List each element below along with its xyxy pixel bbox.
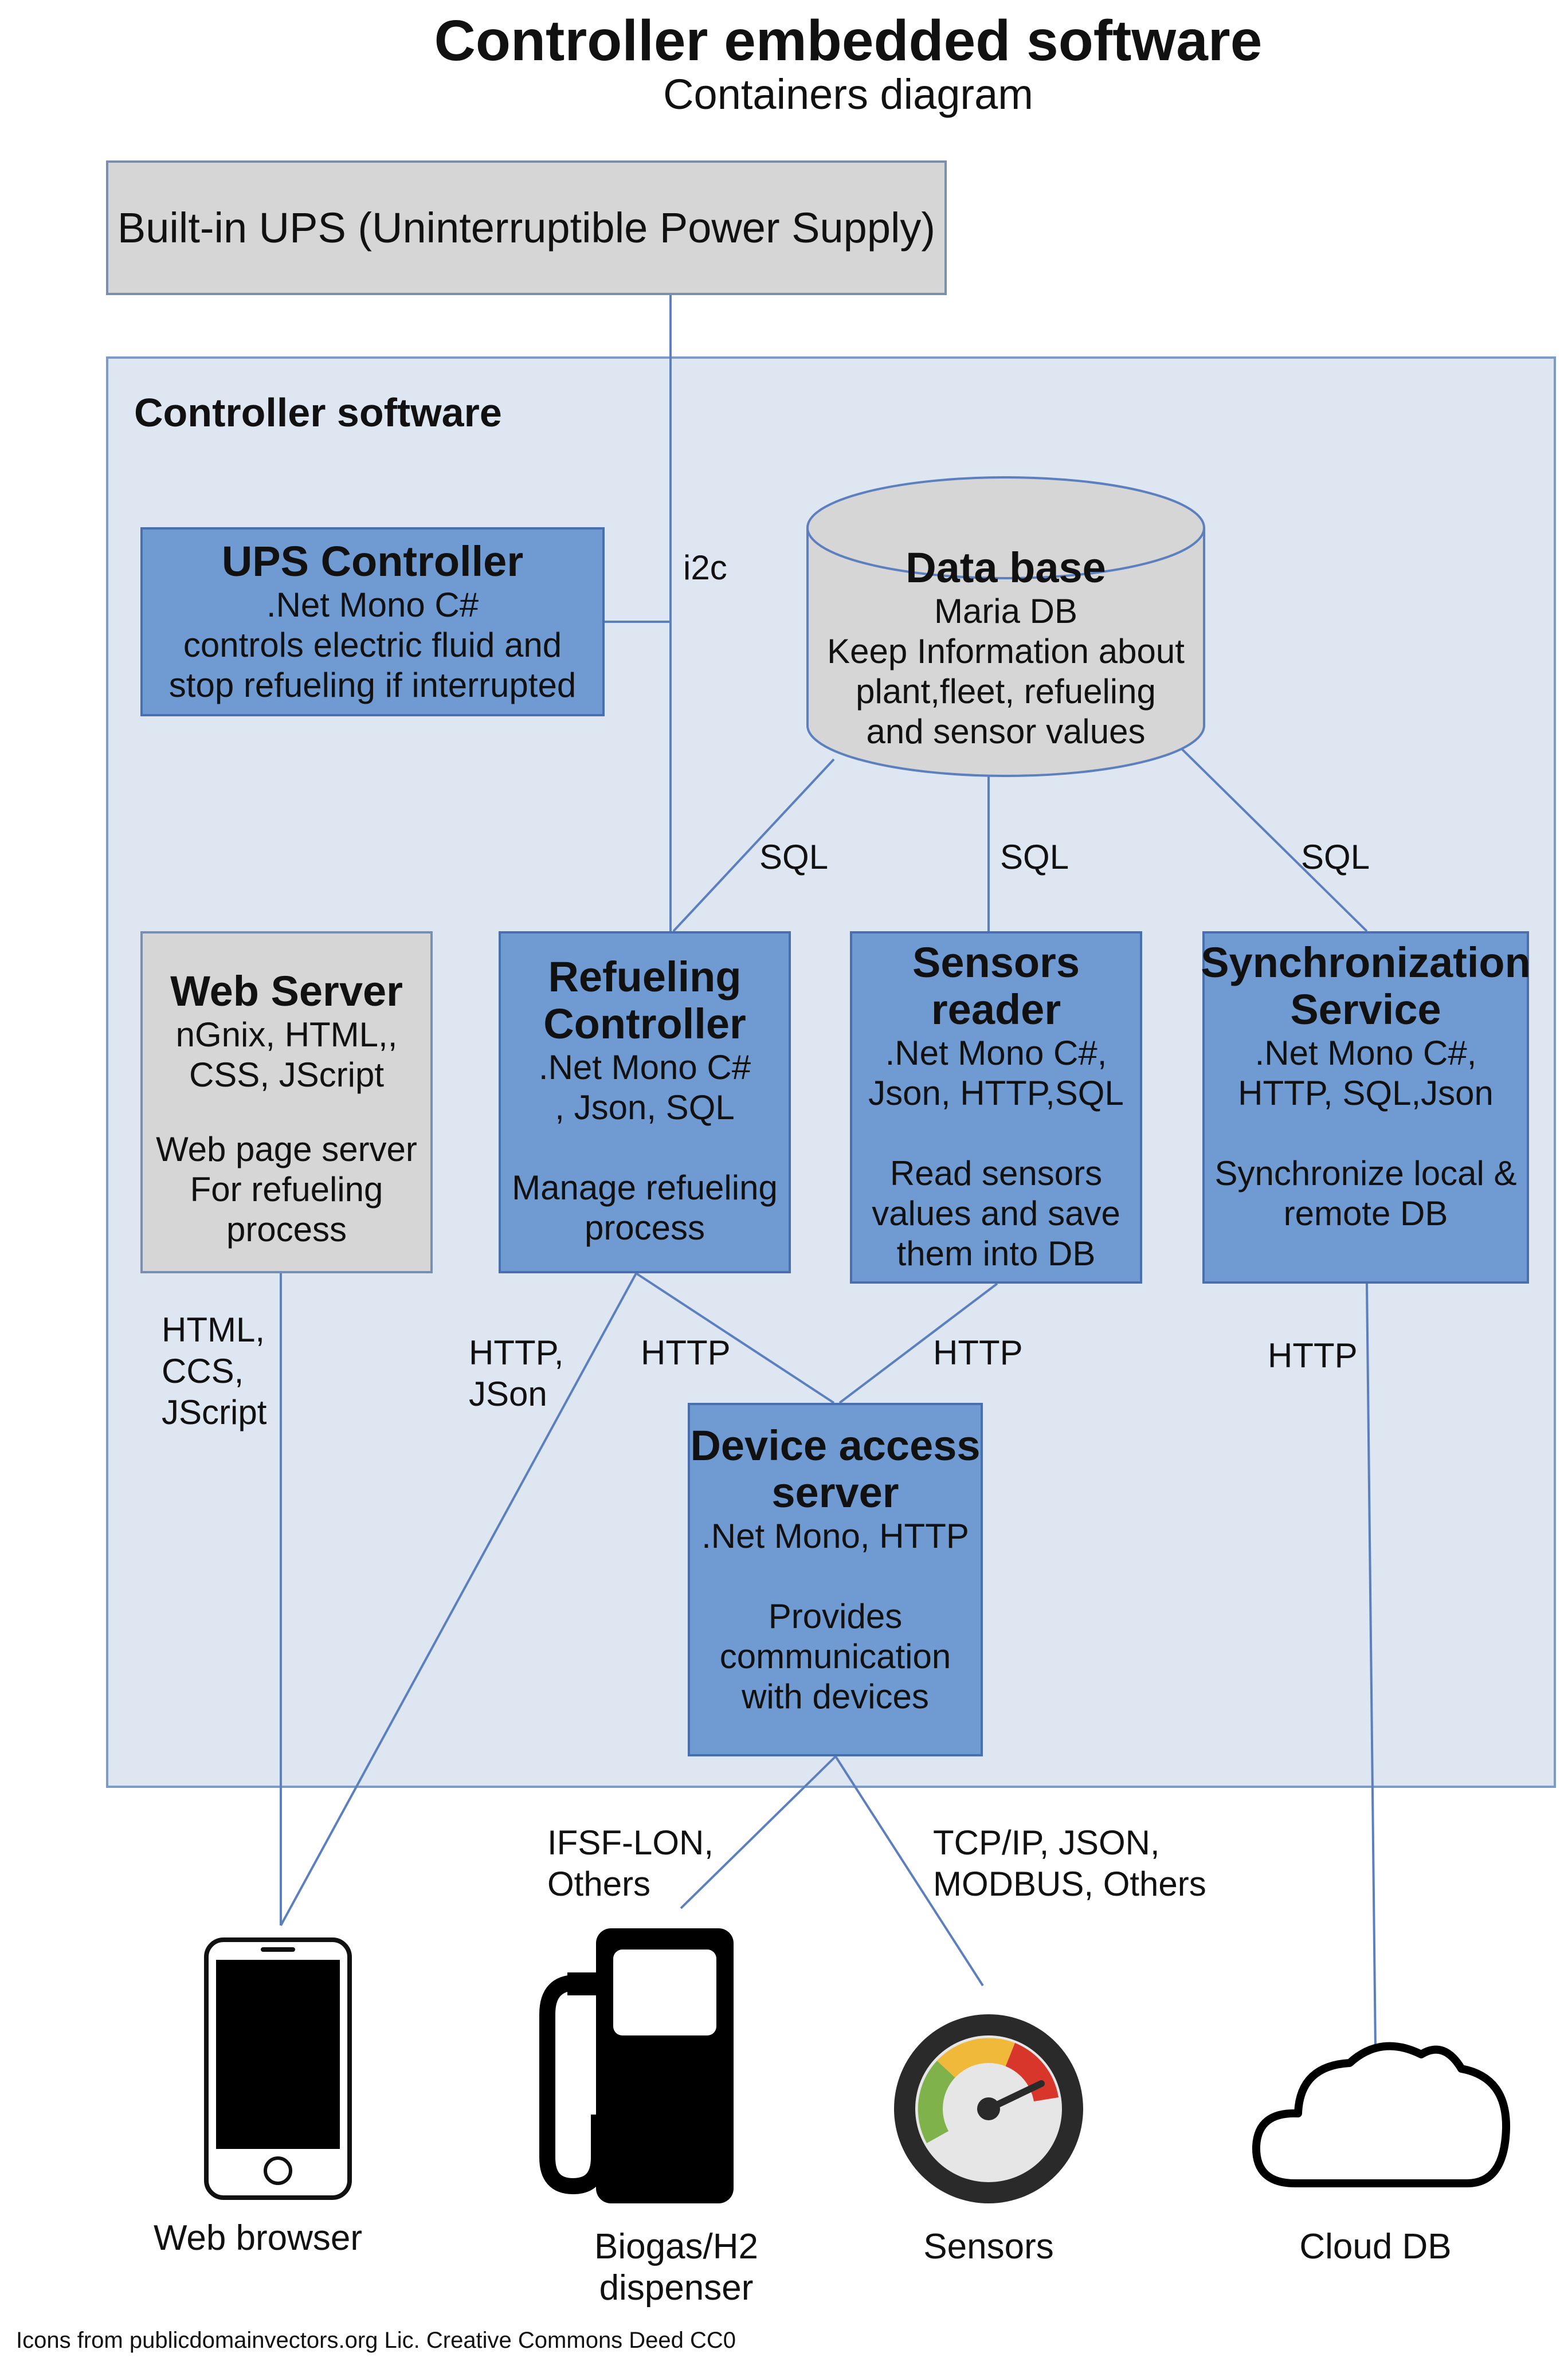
controller-software-label: Controller software <box>134 390 502 435</box>
sensors-reader-title-1: Sensors <box>912 939 1080 986</box>
database-tech: Maria DB <box>934 592 1078 630</box>
sensors-reader-tech-1: .Net Mono C#, <box>885 1034 1107 1072</box>
ifsf-line-2: Others <box>547 1865 651 1903</box>
fuel-pump-icon <box>539 1928 734 2203</box>
web-server-desc-2: For refueling <box>190 1170 383 1209</box>
ifsf-line-1: IFSF-LON, <box>547 1823 714 1862</box>
sensors-caption: Sensors <box>923 2227 1054 2266</box>
sync-cloud-line <box>1366 1283 1377 2049</box>
database-desc-3: and sensor values <box>866 712 1146 751</box>
dispenser-caption-line-2: dispenser <box>599 2268 754 2308</box>
cloud-db-caption: Cloud DB <box>1299 2227 1452 2266</box>
dispenser-caption-line-1: Biogas/H2 <box>594 2227 759 2266</box>
sensors-reader-desc-2: values and save <box>872 1194 1120 1233</box>
sensors-device-line <box>838 1282 998 1404</box>
web-server-title: Web Server <box>170 967 403 1015</box>
database-title: Data base <box>905 544 1106 591</box>
http-label-refueling: HTTP <box>641 1333 731 1372</box>
refueling-controller-title-1: Refueling <box>548 953 742 1001</box>
sql-label-sensors: SQL <box>1000 838 1069 876</box>
dispenser-caption: Biogas/H2 dispenser <box>533 2226 820 2309</box>
sync-service-desc-2: remote DB <box>1283 1194 1448 1233</box>
web-protocol-line-2: CCS, <box>162 1352 244 1390</box>
web-server-desc-3: process <box>226 1210 347 1249</box>
web-server-tech-1: nGnix, HTML,, <box>175 1015 398 1054</box>
web-protocol-line-1: HTML, <box>162 1311 265 1349</box>
http-json-line-2: JSon <box>469 1375 547 1413</box>
gauge-icon <box>894 2014 1083 2203</box>
refueling-controller-desc-2: process <box>584 1209 705 1247</box>
sensors-reader-box: Sensors reader .Net Mono C#, Json, HTTP,… <box>850 931 1142 1284</box>
ups-hardware-box: Built-in UPS (Uninterruptible Power Supp… <box>106 160 947 295</box>
tcp-label: TCP/IP, JSON, MODBUS, Others <box>933 1822 1206 1905</box>
sync-service-title-2: Service <box>1290 986 1441 1033</box>
refueling-controller-desc-1: Manage refueling <box>512 1168 778 1207</box>
database-desc-1: Keep Information about <box>827 632 1185 670</box>
device-sensors-line <box>834 1755 984 1987</box>
device-access-desc-3: with devices <box>742 1677 929 1716</box>
refueling-browser-line <box>280 1273 637 1926</box>
sync-service-desc-1: Synchronize local & <box>1214 1154 1517 1193</box>
database-cylinder <box>806 476 1205 777</box>
sql-label-sync: SQL <box>1301 838 1370 876</box>
icon-credit: Icons from publicdomainvectors.org Lic. … <box>16 2328 736 2353</box>
tcp-line-2: MODBUS, Others <box>933 1865 1206 1903</box>
db-sync-line <box>1177 744 1368 932</box>
device-access-tech: .Net Mono, HTTP <box>701 1517 969 1555</box>
sensors-reader-desc-3: them into DB <box>896 1234 1096 1273</box>
web-protocol-line-3: JScript <box>162 1393 267 1431</box>
ifsf-label: IFSF-LON, Others <box>547 1822 714 1905</box>
refueling-controller-tech-2: , Json, SQL <box>555 1088 735 1127</box>
sync-service-title-1: Synchronization <box>1201 939 1531 986</box>
http-label-sensors: HTTP <box>933 1333 1023 1372</box>
device-access-title-1: Device access <box>690 1422 981 1469</box>
refueling-controller-tech-1: .Net Mono C# <box>538 1048 751 1087</box>
sync-service-tech-2: HTTP, SQL,Json <box>1238 1074 1493 1112</box>
device-access-title-2: server <box>771 1469 899 1516</box>
http-json-label: HTTP, JSon <box>469 1332 564 1415</box>
diagram-subtitle: Containers diagram <box>663 70 1033 118</box>
refueling-controller-title-2: Controller <box>543 1000 746 1048</box>
sync-service-tech-1: .Net Mono C#, <box>1255 1034 1477 1072</box>
web-server-tech-2: CSS, JScript <box>189 1056 385 1094</box>
database-desc-2: plant,fleet, refueling <box>856 672 1156 711</box>
database-text: Data base Maria DB Keep Information abou… <box>805 544 1206 752</box>
sensors-reader-title-2: reader <box>931 986 1061 1033</box>
device-access-desc-2: communication <box>719 1637 951 1676</box>
sql-label-refueling: SQL <box>759 838 829 876</box>
i2c-label: i2c <box>683 548 727 587</box>
web-protocol-label: HTML, CCS, JScript <box>162 1309 266 1433</box>
ups-controller-box: UPS Controller .Net Mono C# controls ele… <box>140 527 605 716</box>
sensors-reader-desc-1: Read sensors <box>889 1154 1103 1193</box>
cloud-icon <box>1252 2042 1511 2187</box>
db-refueling-line <box>672 758 835 932</box>
refueling-device-line <box>635 1272 835 1404</box>
sensors-reader-tech-2: Json, HTTP,SQL <box>868 1074 1124 1112</box>
ups-controller-desc-2: stop refueling if interrupted <box>168 666 577 704</box>
diagram-title: Controller embedded software <box>434 9 1263 73</box>
web-server-desc-1: Web page server <box>156 1130 417 1168</box>
tcp-line-1: TCP/IP, JSON, <box>933 1823 1160 1862</box>
refueling-controller-box: Refueling Controller .Net Mono C# , Json… <box>499 931 791 1273</box>
device-access-desc-1: Provides <box>768 1597 903 1635</box>
phone-icon <box>204 1937 352 2200</box>
http-label-cloud: HTTP <box>1268 1336 1358 1375</box>
web-browser-caption: Web browser <box>153 2218 363 2258</box>
web-server-box: Web Server nGnix, HTML,, CSS, JScript We… <box>140 931 433 1273</box>
http-json-line-1: HTTP, <box>469 1333 564 1372</box>
device-access-server-box: Device access server .Net Mono, HTTP Pro… <box>688 1403 983 1756</box>
ups-controller-tech: .Net Mono C# <box>266 586 479 624</box>
sync-service-box: Synchronization Service .Net Mono C#, HT… <box>1201 931 1531 1284</box>
ups-hardware-label: Built-in UPS (Uninterruptible Power Supp… <box>117 204 936 252</box>
device-dispenser-line <box>680 1755 837 1909</box>
ups-controller-title: UPS Controller <box>221 538 524 585</box>
ups-controller-desc-1: controls electric fluid and <box>183 626 562 664</box>
